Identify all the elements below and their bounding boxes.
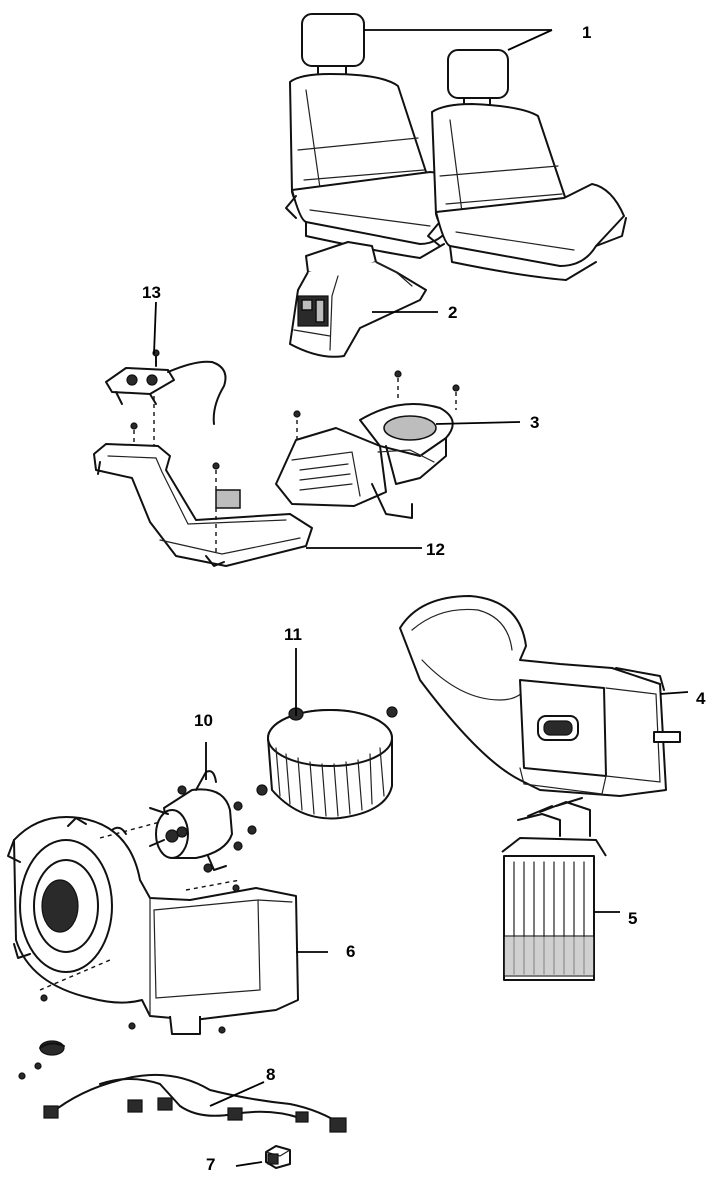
front-seats (285, 13, 627, 281)
blower-case-6 (7, 816, 299, 1035)
callout-6: 6 (346, 942, 355, 961)
callout-13: 13 (142, 283, 161, 302)
blower-wheel-11 (267, 706, 398, 820)
callout-labels: 1 2 3 4 5 6 7 8 10 11 12 13 (142, 23, 706, 1174)
left-seat-headrest (301, 13, 365, 81)
right-seat-cushion (427, 183, 627, 281)
heater-core-5 (501, 797, 607, 981)
callout-1: 1 (582, 23, 591, 42)
center-console (289, 241, 427, 358)
air-duct-12 (93, 443, 313, 567)
control-module-13 (105, 349, 227, 448)
callout-4: 4 (696, 689, 706, 708)
callout-10: 10 (194, 711, 213, 730)
wire-harness-8 (43, 1073, 347, 1133)
callout-5: 5 (628, 909, 637, 928)
callout-2: 2 (448, 303, 457, 322)
resistor-connector (18, 1040, 65, 1080)
heater-blower-assembly-3 (275, 370, 460, 519)
relay-7 (265, 1145, 291, 1169)
right-seat-headrest (447, 49, 509, 113)
callout-7: 7 (206, 1155, 215, 1174)
callout-8: 8 (266, 1065, 275, 1084)
heater-housing-4 (399, 595, 681, 797)
callout-12: 12 (426, 540, 445, 559)
leader-lines (153, 29, 689, 1167)
callout-3: 3 (530, 413, 539, 432)
blower-motor-10 (149, 770, 268, 873)
blower-wheel-blades (275, 747, 385, 817)
callout-11: 11 (284, 625, 302, 644)
